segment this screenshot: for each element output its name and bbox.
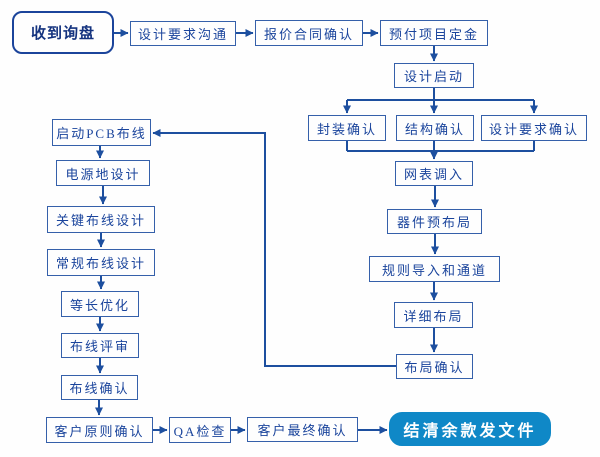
flow-node-routing-review: 布线评审	[61, 333, 139, 358]
flow-node-customer-final-confirmation: 客户最终确认	[247, 417, 358, 442]
flow-node-customer-principle-confirmation: 客户原则确认	[46, 417, 153, 443]
flow-node-received-inquiry: 收到询盘	[12, 11, 114, 54]
flow-node-prepay-project-deposit: 预付项目定金	[380, 20, 488, 46]
flow-node-component-pre-placement: 器件预布局	[387, 209, 482, 234]
flow-node-qa-check: QA检查	[169, 417, 231, 443]
flow-node-rules-import-and-channels: 规则导入和通道	[369, 256, 500, 282]
edge-placementconfirm-to-startpcb	[152, 129, 396, 367]
flow-node-detailed-placement: 详细布局	[394, 302, 473, 328]
flow-node-package-confirmation: 封装确认	[308, 115, 386, 141]
flow-node-critical-routing-design: 关键布线设计	[47, 206, 155, 233]
flow-node-placement-confirmation: 布局确认	[396, 354, 473, 379]
flow-node-length-matching-optimization: 等长优化	[61, 291, 139, 317]
flow-node-power-ground-design: 电源地设计	[56, 160, 150, 186]
flow-node-design-requirements-communication: 设计要求沟通	[130, 21, 236, 46]
flow-node-netlist-import: 网表调入	[395, 161, 473, 186]
flow-node-design-requirements-confirmation: 设计要求确认	[481, 115, 587, 141]
edge-converge-rail	[346, 141, 535, 152]
flow-node-routing-confirmation: 布线确认	[61, 375, 138, 400]
flow-node-design-kickoff: 设计启动	[394, 63, 474, 88]
flow-node-quote-contract-confirmation: 报价合同确认	[255, 20, 363, 46]
flow-node-regular-routing-design: 常规布线设计	[47, 249, 155, 276]
flow-node-start-pcb-routing: 启动PCB布线	[52, 119, 151, 146]
edge-kickoff-branch-rail	[347, 88, 534, 101]
flow-node-settle-balance-send-files: 结清余款发文件	[389, 412, 551, 446]
flow-node-structure-confirmation: 结构确认	[396, 115, 474, 141]
